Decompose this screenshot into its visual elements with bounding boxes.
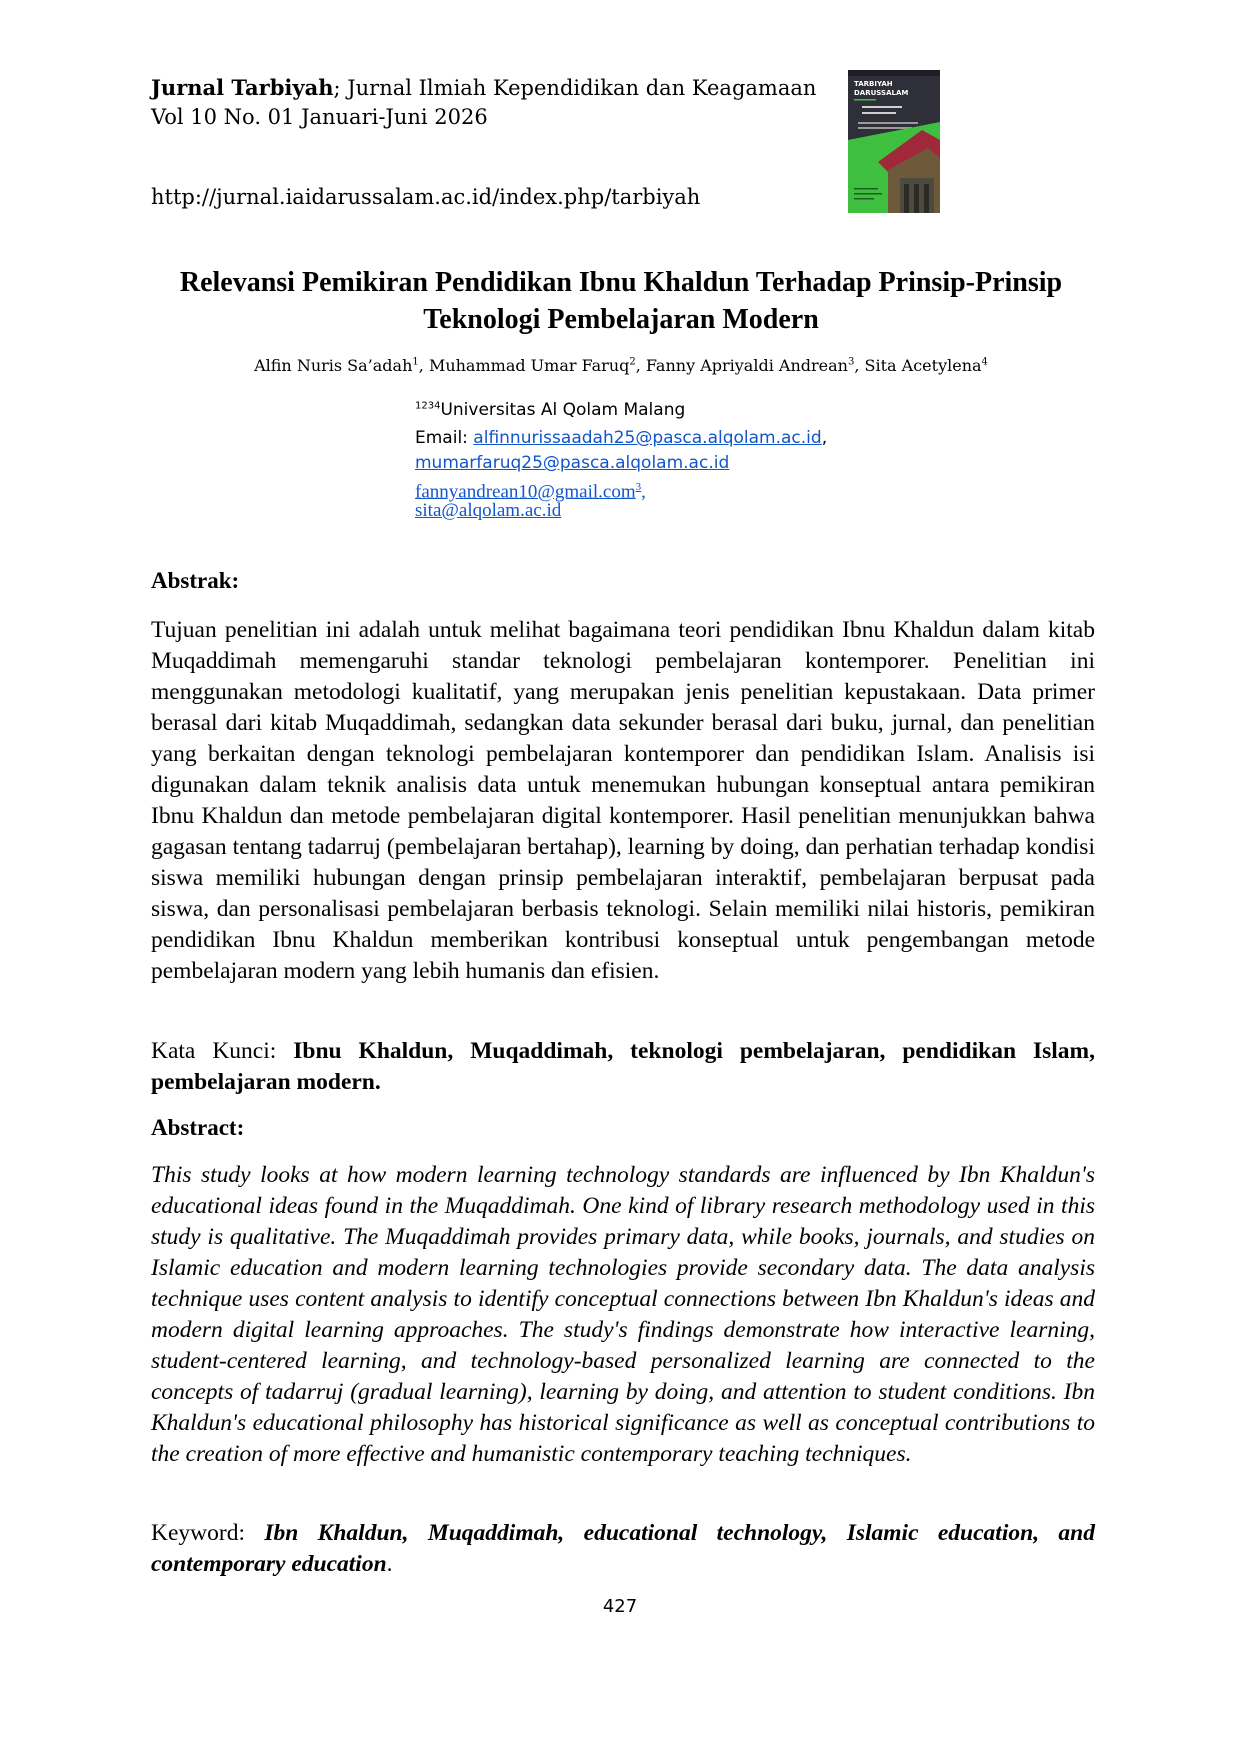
keywords-label: Kata Kunci: bbox=[151, 1038, 294, 1064]
journal-subtitle: ; Jurnal Ilmiah Kependidikan dan Keagama… bbox=[333, 76, 817, 100]
cover-title: TARBIYAH bbox=[854, 80, 893, 88]
abstract-keywords: Keyword: Ibn Khaldun, Muqaddimah, educat… bbox=[151, 1520, 1095, 1577]
author-affiliation-mark: 4 bbox=[981, 356, 988, 368]
author-affiliation-mark: 2 bbox=[629, 356, 636, 368]
affiliation-mark: 1234 bbox=[415, 400, 441, 412]
author-affiliation-mark: 3 bbox=[847, 356, 855, 368]
email-link[interactable]: mumarfaruq25@pasca.alqolam.ac.id bbox=[415, 453, 730, 473]
journal-header: Jurnal Tarbiyah; Jurnal Ilmiah Kependidi… bbox=[151, 75, 816, 101]
author-name: Alfin Nuris Sa’adah bbox=[254, 356, 413, 375]
journal-name: Jurnal Tarbiyah bbox=[151, 75, 334, 100]
abstract-heading: Abstract: bbox=[151, 1115, 245, 1140]
email-line-1: Email: alfinnurissaadah25@pasca.alqolam.… bbox=[415, 428, 828, 448]
author-list: Alfin Nuris Sa’adah1, Muhammad Umar Faru… bbox=[254, 356, 988, 375]
journal-cover-graphic: TARBIYAH DARUSSALAM bbox=[848, 70, 940, 213]
svg-text:DARUSSALAM: DARUSSALAM bbox=[854, 89, 908, 97]
author-affiliation-mark: 1 bbox=[412, 356, 419, 368]
page-number: 427 bbox=[602, 1596, 638, 1617]
email-link[interactable]: fannyandrean10@gmail.com bbox=[415, 481, 636, 503]
article-title-line-2: Teknologi Pembelajaran Modern bbox=[423, 304, 819, 335]
abstrak-keywords: Kata Kunci: Ibnu Khaldun, Muqaddimah, te… bbox=[151, 1036, 1095, 1098]
email-line-4: sita@alqolam.ac.id bbox=[415, 499, 561, 523]
email-line-2: mumarfaruq25@pasca.alqolam.ac.id bbox=[415, 451, 729, 475]
keywords-list: Ibn Khaldun, Muqaddimah, educational tec… bbox=[151, 1520, 1095, 1577]
author-name: Fanny Apriyaldi Andrean bbox=[645, 356, 848, 375]
email-link[interactable]: alfinnurissaadah25@pasca.alqolam.ac.id bbox=[473, 428, 822, 448]
journal-url[interactable]: http://jurnal.iaidarussalam.ac.id/index.… bbox=[151, 185, 701, 209]
author-name: Muhammad Umar Faruq bbox=[428, 356, 630, 375]
journal-volume: Vol 10 No. 01 Januari-Juni 2026 bbox=[151, 105, 488, 129]
affiliation-name: Universitas Al Qolam Malang bbox=[440, 400, 686, 420]
abstrak-body: Tujuan penelitian ini adalah untuk melih… bbox=[151, 617, 1095, 984]
affiliation: 1234Universitas Al Qolam Malang bbox=[415, 398, 685, 422]
email-mark: 3 bbox=[635, 481, 642, 493]
abstrak-heading: Abstrak: bbox=[151, 568, 240, 593]
keywords-label: Keyword: bbox=[151, 1520, 265, 1546]
keywords-list: Ibnu Khaldun, Muqaddimah, teknologi pemb… bbox=[151, 1038, 1095, 1095]
journal-cover-image: TARBIYAH DARUSSALAM bbox=[848, 70, 940, 213]
email-label: Email: bbox=[415, 428, 474, 448]
email-line-3: fannyandrean10@gmail.com3, bbox=[415, 481, 646, 503]
email-link[interactable]: sita@alqolam.ac.id bbox=[415, 500, 562, 521]
article-title: Relevansi Pemikiran Pendidikan Ibnu Khal… bbox=[140, 264, 1102, 338]
article-title-line-1: Relevansi Pemikiran Pendidikan Ibnu Khal… bbox=[179, 267, 1063, 298]
author-name: Sita Acetylena bbox=[864, 356, 982, 375]
abstract-body: This study looks at how modern learning … bbox=[151, 1162, 1095, 1467]
